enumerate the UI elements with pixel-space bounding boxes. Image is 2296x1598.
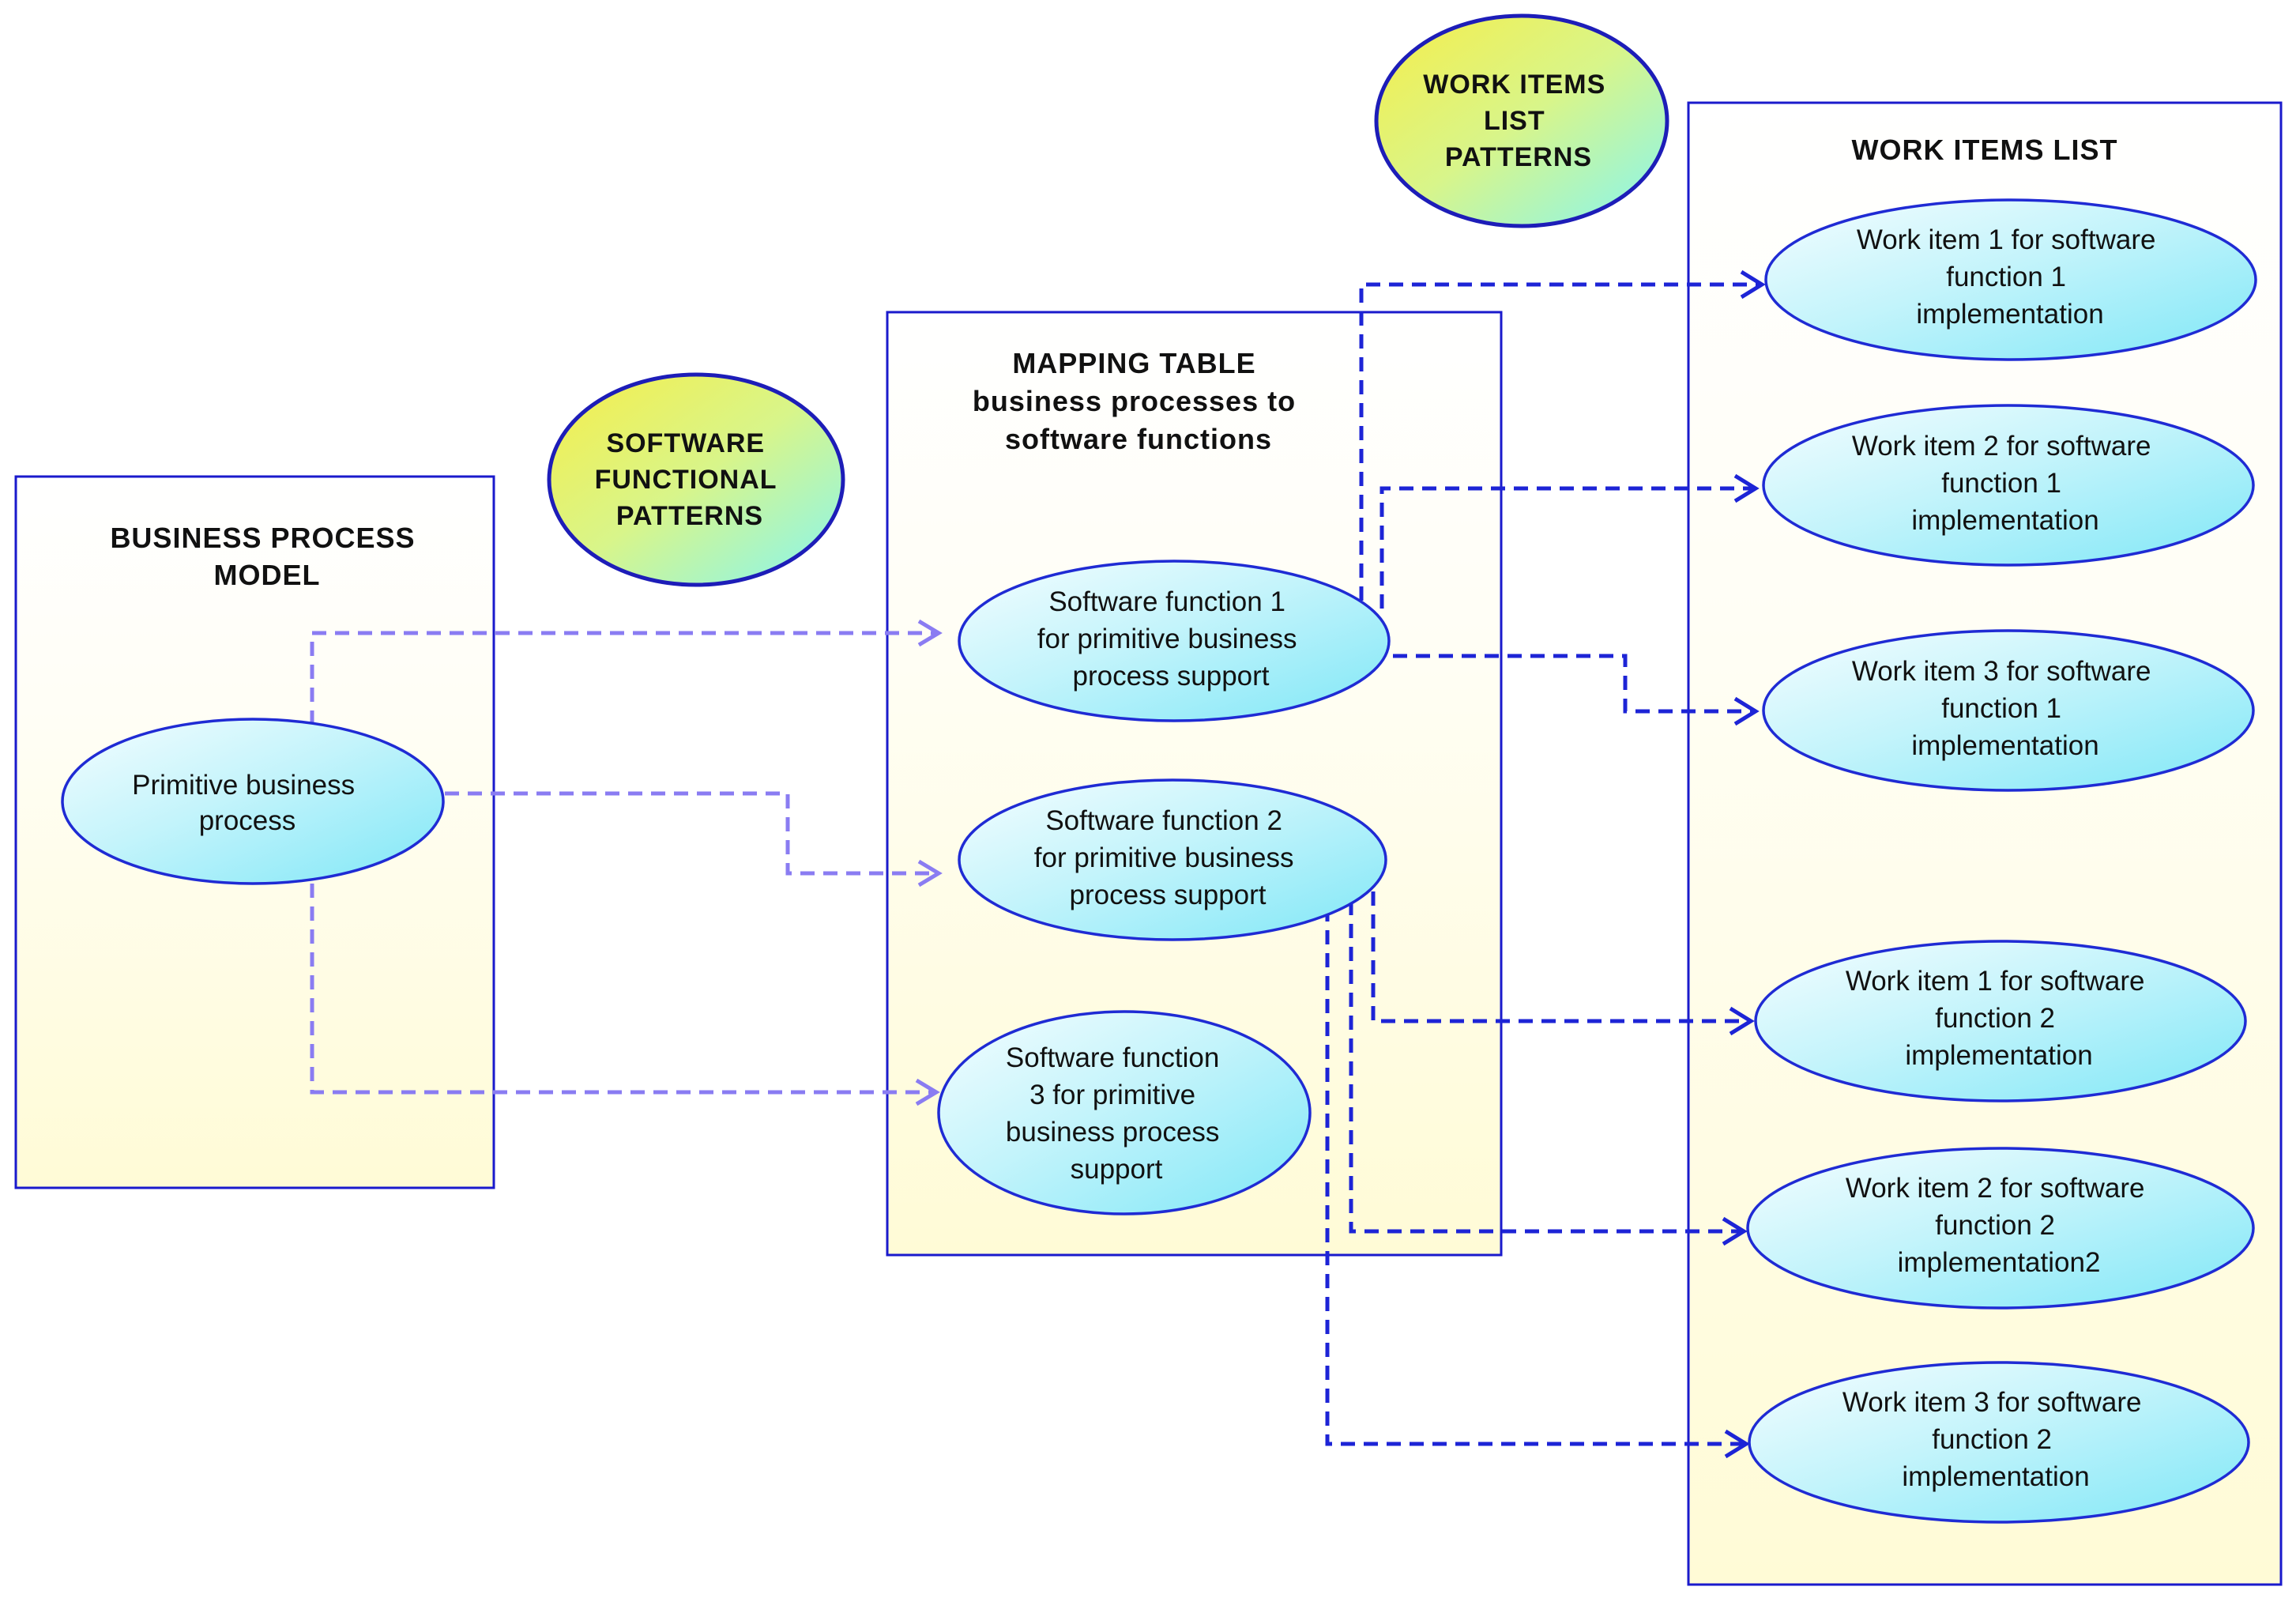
edge-bp-to-sf3 <box>310 884 936 1095</box>
edge-sf1-to-wi2 <box>1379 486 1756 609</box>
work-item-3-function-2-node: Work item 3 for software function 2 impl… <box>1748 1361 2250 1524</box>
software-function-1-label: Software function 1 for primitive busine… <box>1037 586 1304 692</box>
work-item-1-function-2-label: Work item 1 for software function 2 impl… <box>1846 966 2152 1071</box>
edge-sf1-to-wi1-arrowhead <box>1740 269 1766 300</box>
work-item-3-function-1-label: Work item 3 for software function 1 impl… <box>1852 656 2159 761</box>
edge-sf1-to-wi3 <box>1393 654 1756 714</box>
primitive-business-process-label: Primitive business process <box>132 770 363 836</box>
work-item-1-function-1-node: Work item 1 for software function 1 impl… <box>1764 198 2257 361</box>
software-function-3-label: Software function 3 for primitive busine… <box>1006 1042 1227 1185</box>
edge-sf1-to-wi1 <box>1359 282 1762 601</box>
edge-bp-to-sf1-arrowhead <box>917 619 943 647</box>
edge-bp-to-sf2 <box>445 791 939 876</box>
work-items-list-title: WORK ITEMS LIST <box>1852 134 2118 166</box>
edge-sf1-to-wi3-arrowhead <box>1733 696 1760 726</box>
edge-sf2-to-wi6-arrowhead <box>1724 1429 1750 1459</box>
work-item-2-function-2-label: Work item 2 for software function 2 impl… <box>1846 1173 2152 1278</box>
software-function-2-node: Software function 2 for primitive busine… <box>958 778 1387 941</box>
software-functional-patterns-label: SOFTWARE FUNCTIONAL PATTERNS <box>595 428 785 531</box>
work-items-list-patterns-node: WORK ITEMS LIST PATTERNS <box>1374 13 1669 228</box>
mapping-edges <box>310 619 943 1106</box>
software-functional-patterns-node: SOFTWARE FUNCTIONAL PATTERNS <box>547 372 845 587</box>
mapping-table-title: MAPPING TABLE business processes to soft… <box>973 347 1304 455</box>
edge-bp-to-sf3-arrowhead <box>915 1078 940 1106</box>
software-function-2-label: Software function 2 for primitive busine… <box>1034 805 1301 910</box>
edge-sf1-to-wi2-arrowhead <box>1733 473 1760 503</box>
primitive-business-process-node: Primitive business process <box>61 718 445 885</box>
software-function-3-node: Software function 3 for primitive busine… <box>937 1010 1312 1215</box>
work-item-3-function-1-node: Work item 3 for software function 1 impl… <box>1762 629 2255 792</box>
software-function-1-node: Software function 1 for primitive busine… <box>958 560 1391 722</box>
work-items-list-patterns-label: WORK ITEMS LIST PATTERNS <box>1423 70 1613 172</box>
work-item-1-function-1-label: Work item 1 for software function 1 impl… <box>1857 224 2163 330</box>
edge-bp-to-sf2-arrowhead <box>917 859 943 888</box>
work-item-edges <box>1325 269 1766 1459</box>
edge-sf2-to-wi4-arrowhead <box>1729 1006 1755 1036</box>
work-item-2-function-1-node: Work item 2 for software function 1 impl… <box>1762 404 2255 567</box>
work-item-1-function-2-node: Work item 1 for software function 2 impl… <box>1754 940 2247 1102</box>
work-item-3-function-2-label: Work item 3 for software function 2 impl… <box>1842 1387 2149 1492</box>
edge-sf2-to-wi5 <box>1349 901 1744 1234</box>
work-item-2-function-2-node: Work item 2 for software function 2 impl… <box>1746 1147 2255 1310</box>
edge-sf2-to-wi6 <box>1325 907 1746 1446</box>
edge-bp-to-sf1 <box>310 631 939 725</box>
business-process-model-title: BUSINESS PROCESS MODEL <box>110 522 423 591</box>
edge-sf2-to-wi5-arrowhead <box>1722 1216 1748 1246</box>
work-item-2-function-1-label: Work item 2 for software function 1 impl… <box>1852 431 2159 536</box>
